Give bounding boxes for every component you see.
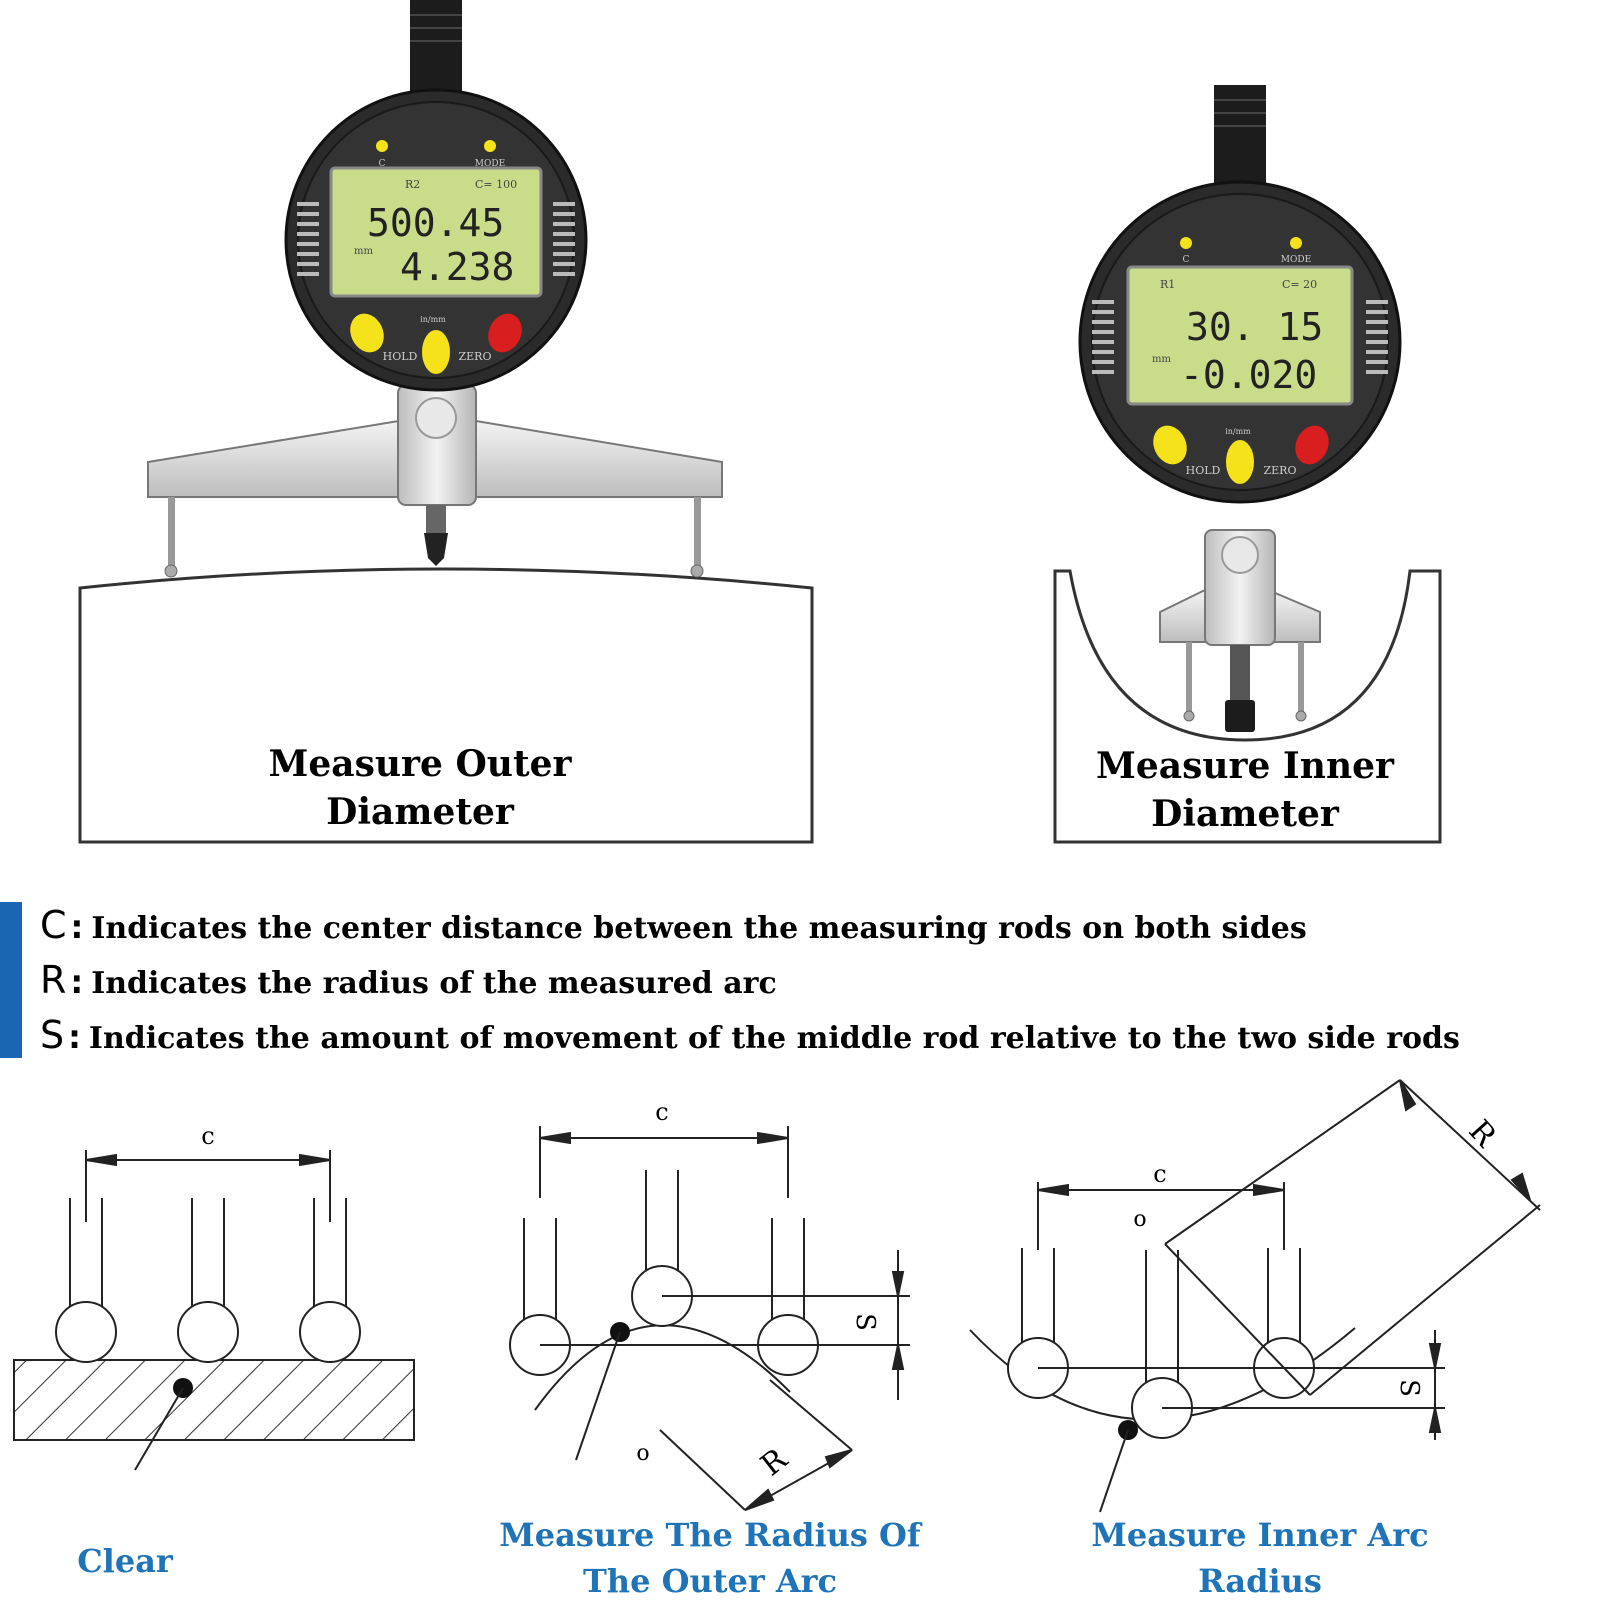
legend: C:Indicates the center distance between …	[0, 900, 1600, 1060]
reading-primary: 30. 15	[1186, 305, 1323, 349]
lcd-screen	[329, 166, 543, 298]
inner-label-line2: Diameter	[1151, 793, 1339, 835]
mode-button-label: MODE	[475, 159, 505, 169]
c-button-label: C	[1183, 255, 1190, 265]
inner-diameter-setup: C MODE R1 C= 20 30. 15 mm -0.020 in/mm H…	[1053, 85, 1442, 844]
caption-inner-line1: Measure Inner Arc	[1091, 1516, 1429, 1554]
caption-outer-arc: Measure The Radius Of The Outer Arc	[470, 1512, 950, 1604]
legend-accent-bar	[0, 902, 22, 1058]
inmm-button[interactable]	[422, 330, 450, 374]
center-probe	[424, 533, 448, 566]
inner-diameter-label: Measure Inner Diameter	[1050, 742, 1440, 838]
workpiece-convex	[78, 567, 814, 844]
rod-left	[1021, 1248, 1055, 1358]
zero-label: ZERO	[459, 350, 492, 363]
s-dimension-label: S	[1394, 1379, 1424, 1397]
mode-button-indicator[interactable]	[484, 140, 496, 152]
diagram-clear	[13, 1150, 415, 1471]
mode-button-label: MODE	[1281, 255, 1311, 265]
convex-arc	[534, 1324, 791, 1411]
legend-letter: R	[40, 958, 67, 1002]
lcd-screen	[1126, 265, 1354, 406]
legend-letter: C	[40, 903, 67, 947]
rod-middle	[1145, 1250, 1179, 1397]
rod-left	[69, 1198, 103, 1322]
hold-button[interactable]	[1147, 420, 1193, 470]
lcd-range-label: R2	[405, 178, 420, 191]
caption-outer-line1: Measure The Radius Of	[499, 1516, 921, 1554]
setup-illustrations: C MODE R2 C= 100 500.45 mm 4.238 in/mm H…	[78, 0, 1442, 844]
caption-inner-line2: Radius	[1198, 1562, 1322, 1600]
rod-middle	[191, 1198, 225, 1322]
c-dimension-label: c	[1153, 1160, 1166, 1188]
outer-label-line2: Diameter	[326, 791, 514, 833]
c-dimension-label: c	[201, 1122, 214, 1150]
outer-diameter-label: Measure Outer Diameter	[220, 740, 620, 836]
c-button-label: C	[379, 159, 386, 169]
diagram-outer-arc	[509, 1126, 910, 1511]
legend-text: Indicates the center distance between th…	[91, 911, 1307, 946]
caption-clear-text: Clear	[77, 1542, 173, 1580]
side-rod-left	[1186, 642, 1192, 712]
legend-text: Indicates the radius of the measured arc	[91, 966, 777, 1001]
side-rod-right	[694, 497, 701, 567]
unit-label: mm	[1152, 354, 1171, 365]
c-button-indicator[interactable]	[1180, 237, 1192, 249]
gauge-stem	[1214, 85, 1266, 195]
center-o-label: o	[1133, 1207, 1146, 1232]
legend-letter: S	[40, 1013, 65, 1057]
rod-right	[313, 1198, 347, 1322]
zero-button[interactable]	[482, 308, 528, 358]
c-dimension-label: c	[655, 1098, 668, 1126]
lcd-c-label: C= 20	[1282, 278, 1317, 291]
rod-middle	[645, 1170, 679, 1285]
flat-surface	[13, 1359, 415, 1441]
inmm-label: in/mm	[420, 315, 446, 324]
reading-secondary: 4.238	[400, 245, 514, 289]
hold-label: HOLD	[383, 350, 418, 363]
zero-label: ZERO	[1264, 464, 1297, 477]
caption-inner-arc: Measure Inner Arc Radius	[1060, 1512, 1460, 1604]
gauge-stem	[410, 0, 462, 100]
center-probe	[1225, 700, 1255, 732]
mode-button-indicator[interactable]	[1290, 237, 1302, 249]
hold-label: HOLD	[1186, 464, 1221, 477]
caption-clear: Clear	[40, 1538, 210, 1584]
outer-diameter-setup: C MODE R2 C= 100 500.45 mm 4.238 in/mm H…	[78, 0, 814, 844]
legend-row-r: R:Indicates the radius of the measured a…	[40, 958, 777, 1002]
hold-button[interactable]	[344, 308, 390, 358]
inmm-button[interactable]	[1226, 440, 1254, 484]
s-dimension-label: S	[850, 1313, 880, 1331]
r-dimension-label: R	[1461, 1114, 1503, 1155]
rod-right	[1267, 1248, 1301, 1358]
center-o-label: o	[636, 1441, 649, 1466]
legend-text: Indicates the amount of movement of the …	[88, 1021, 1460, 1056]
inmm-label: in/mm	[1225, 427, 1251, 436]
rod-right	[771, 1218, 805, 1332]
r-dimension-label: R	[754, 1441, 794, 1483]
caption-outer-line2: The Outer Arc	[582, 1562, 838, 1600]
side-rod-right	[1298, 642, 1304, 712]
diagram-inner-arc	[969, 1079, 1541, 1513]
lcd-range-label: R1	[1160, 278, 1175, 291]
reading-primary: 500.45	[367, 201, 504, 245]
legend-row-s: S:Indicates the amount of movement of th…	[40, 1013, 1460, 1057]
outer-label-line1: Measure Outer	[268, 743, 572, 785]
legend-row-c: C:Indicates the center distance between …	[40, 903, 1307, 947]
workpiece-concave	[1053, 569, 1442, 844]
unit-label: mm	[354, 246, 373, 257]
side-rod-left	[168, 497, 175, 567]
c-button-indicator[interactable]	[376, 140, 388, 152]
reading-secondary: -0.020	[1180, 353, 1317, 397]
lcd-c-label: C= 100	[475, 178, 517, 191]
inner-label-line1: Measure Inner	[1096, 745, 1394, 787]
technical-diagrams: c c S R o	[13, 1079, 1541, 1513]
rod-left	[523, 1218, 557, 1332]
zero-button[interactable]	[1289, 420, 1335, 470]
